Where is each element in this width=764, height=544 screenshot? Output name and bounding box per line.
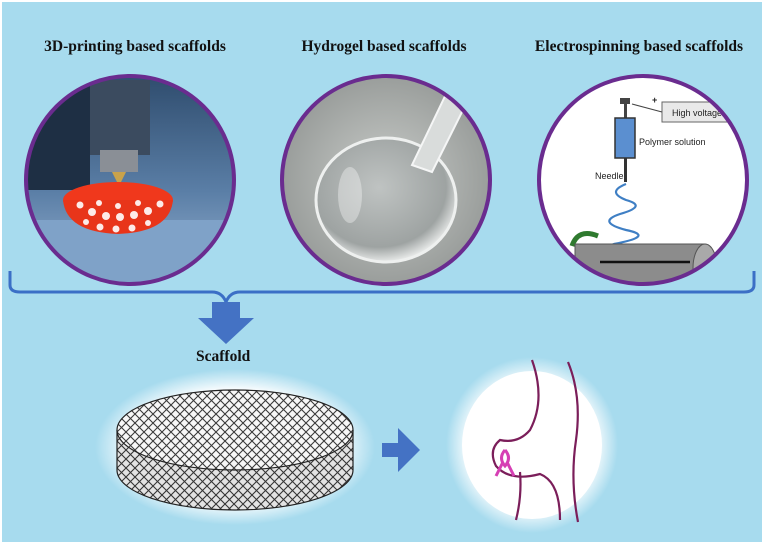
electrospinning-schematic: + High voltage Polymer solution Needle	[537, 74, 749, 286]
scaffold-label: Scaffold	[196, 348, 251, 365]
ribbon-icon	[494, 449, 516, 477]
heading-electrospinning: Electrospinning based scaffolds	[534, 38, 744, 55]
hydrogel-photo	[280, 74, 492, 286]
electrospinning-circle-border	[537, 74, 749, 286]
heading-hydrogel: Hydrogel based scaffolds	[301, 38, 467, 55]
breast-reconstruction-illustration	[446, 357, 618, 533]
down-arrow	[198, 302, 254, 344]
label-needle: Needle	[595, 171, 624, 181]
hydrogel-circle-border	[280, 74, 492, 286]
label-high-voltage: High voltage	[672, 108, 722, 118]
right-arrow	[382, 428, 420, 472]
printing-photo	[24, 74, 236, 286]
scaffold-disk	[95, 369, 375, 525]
printing-circle-border	[24, 74, 236, 286]
label-polymer-solution: Polymer solution	[639, 137, 706, 147]
plus-sign: +	[652, 95, 657, 105]
heading-3d-printing: 3D-printing based scaffolds	[44, 38, 226, 55]
